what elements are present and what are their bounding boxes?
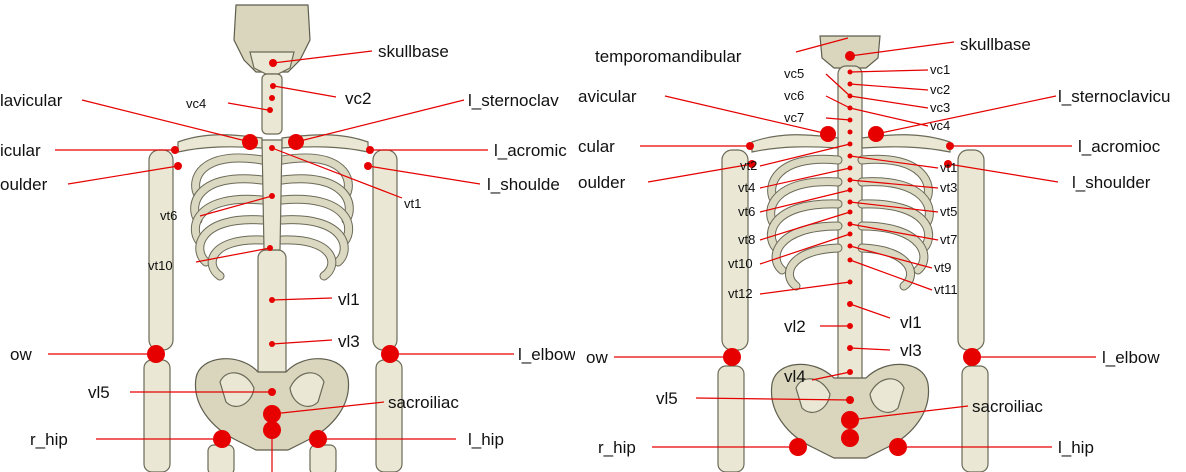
label-vc6: vc6 xyxy=(784,88,804,103)
label-vt11: vt11 xyxy=(934,282,958,297)
label-vc3: vc3 xyxy=(930,100,950,115)
label-vc4: vc4 xyxy=(930,118,950,133)
label-vt1: vt1 xyxy=(404,196,421,211)
label-vl4: vl4 xyxy=(784,367,806,386)
label-vt10: vt10 xyxy=(148,258,173,273)
label-vt10: vt10 xyxy=(728,256,753,271)
left-l-humerus xyxy=(373,150,397,350)
label-skullbase: skullbase xyxy=(378,42,449,61)
left-cervical-spine xyxy=(262,74,282,134)
label-r-sternoclavicular: lavicular xyxy=(0,91,63,110)
label-temporomandibular: temporomandibular xyxy=(595,47,742,66)
left-l-femur xyxy=(310,445,336,472)
label-l-sternoclavicular: l_sternoclavicu xyxy=(1058,87,1170,106)
label-vl3: vl3 xyxy=(900,341,922,360)
label-vl5: vl5 xyxy=(656,389,678,408)
label-vt1: vt1 xyxy=(940,160,957,175)
left-r-humerus xyxy=(149,150,173,350)
label-vt3: vt3 xyxy=(940,180,957,195)
label-l-shoulder: l_shoulde xyxy=(487,175,560,194)
left-skeleton xyxy=(144,5,402,472)
label-vl5: vl5 xyxy=(88,383,110,402)
label-vc2: vc2 xyxy=(345,89,371,108)
label-vt6: vt6 xyxy=(160,208,177,223)
label-vl3: vl3 xyxy=(338,332,360,351)
label-vc2: vc2 xyxy=(930,82,950,97)
label-vt9: vt9 xyxy=(934,260,951,275)
label-l-elbow: l_elbow xyxy=(1102,348,1160,367)
label-r-acromioclavicular: icular xyxy=(0,141,41,160)
label-sacroiliac: sacroiliac xyxy=(972,397,1043,416)
left-l-forearm xyxy=(376,360,402,472)
label-sacroiliac: sacroiliac xyxy=(388,393,459,412)
label-vt7: vt7 xyxy=(940,232,957,247)
right-l-forearm xyxy=(962,366,988,472)
left-panel: skullbase vc4 vc2 lavicular l_sternoclav… xyxy=(0,5,576,472)
label-r-hip: r_hip xyxy=(598,438,636,457)
label-l-elbow: l_elbow xyxy=(518,345,576,364)
label-vt8: vt8 xyxy=(738,232,755,247)
label-vc4: vc4 xyxy=(186,96,206,111)
label-vt12: vt12 xyxy=(728,286,753,301)
label-vc5: vc5 xyxy=(784,66,804,81)
left-r-femur xyxy=(208,445,234,472)
label-vc1: vc1 xyxy=(930,62,950,77)
right-panel: temporomandibular skullbase vc5 vc6 vc7 … xyxy=(578,35,1170,472)
label-r-hip: r_hip xyxy=(30,430,68,449)
label-l-shoulder: l_shoulder xyxy=(1072,173,1151,192)
label-vc7: vc7 xyxy=(784,110,804,125)
label-r-shoulder: oulder xyxy=(578,173,626,192)
label-r-elbow: ow xyxy=(10,345,32,364)
label-r-acromioclavicular: cular xyxy=(578,137,615,156)
right-l-humerus xyxy=(958,150,984,350)
right-r-forearm xyxy=(718,366,744,472)
label-r-sternoclavicular: avicular xyxy=(578,87,637,106)
label-l-hip: l_hip xyxy=(1058,438,1094,457)
label-r-elbow: ow xyxy=(586,348,608,367)
label-vl1: vl1 xyxy=(900,313,922,332)
label-l-acromioclavicular: l_acromioc xyxy=(1078,137,1161,156)
label-l-hip: l_hip xyxy=(468,430,504,449)
label-skullbase: skullbase xyxy=(960,35,1031,54)
left-r-forearm xyxy=(144,360,170,472)
label-vl1: vl1 xyxy=(338,290,360,309)
label-l-sternoclavicular: l_sternoclav xyxy=(468,91,559,110)
label-vt5: vt5 xyxy=(940,204,957,219)
label-vt2: vt2 xyxy=(740,158,757,173)
label-vt6: vt6 xyxy=(738,204,755,219)
left-lumbar-spine xyxy=(258,250,286,390)
label-r-shoulder: oulder xyxy=(0,175,48,194)
label-vl2: vl2 xyxy=(784,317,806,336)
label-l-acromioclavicular: l_acromic xyxy=(494,141,567,160)
label-vt4: vt4 xyxy=(738,180,755,195)
